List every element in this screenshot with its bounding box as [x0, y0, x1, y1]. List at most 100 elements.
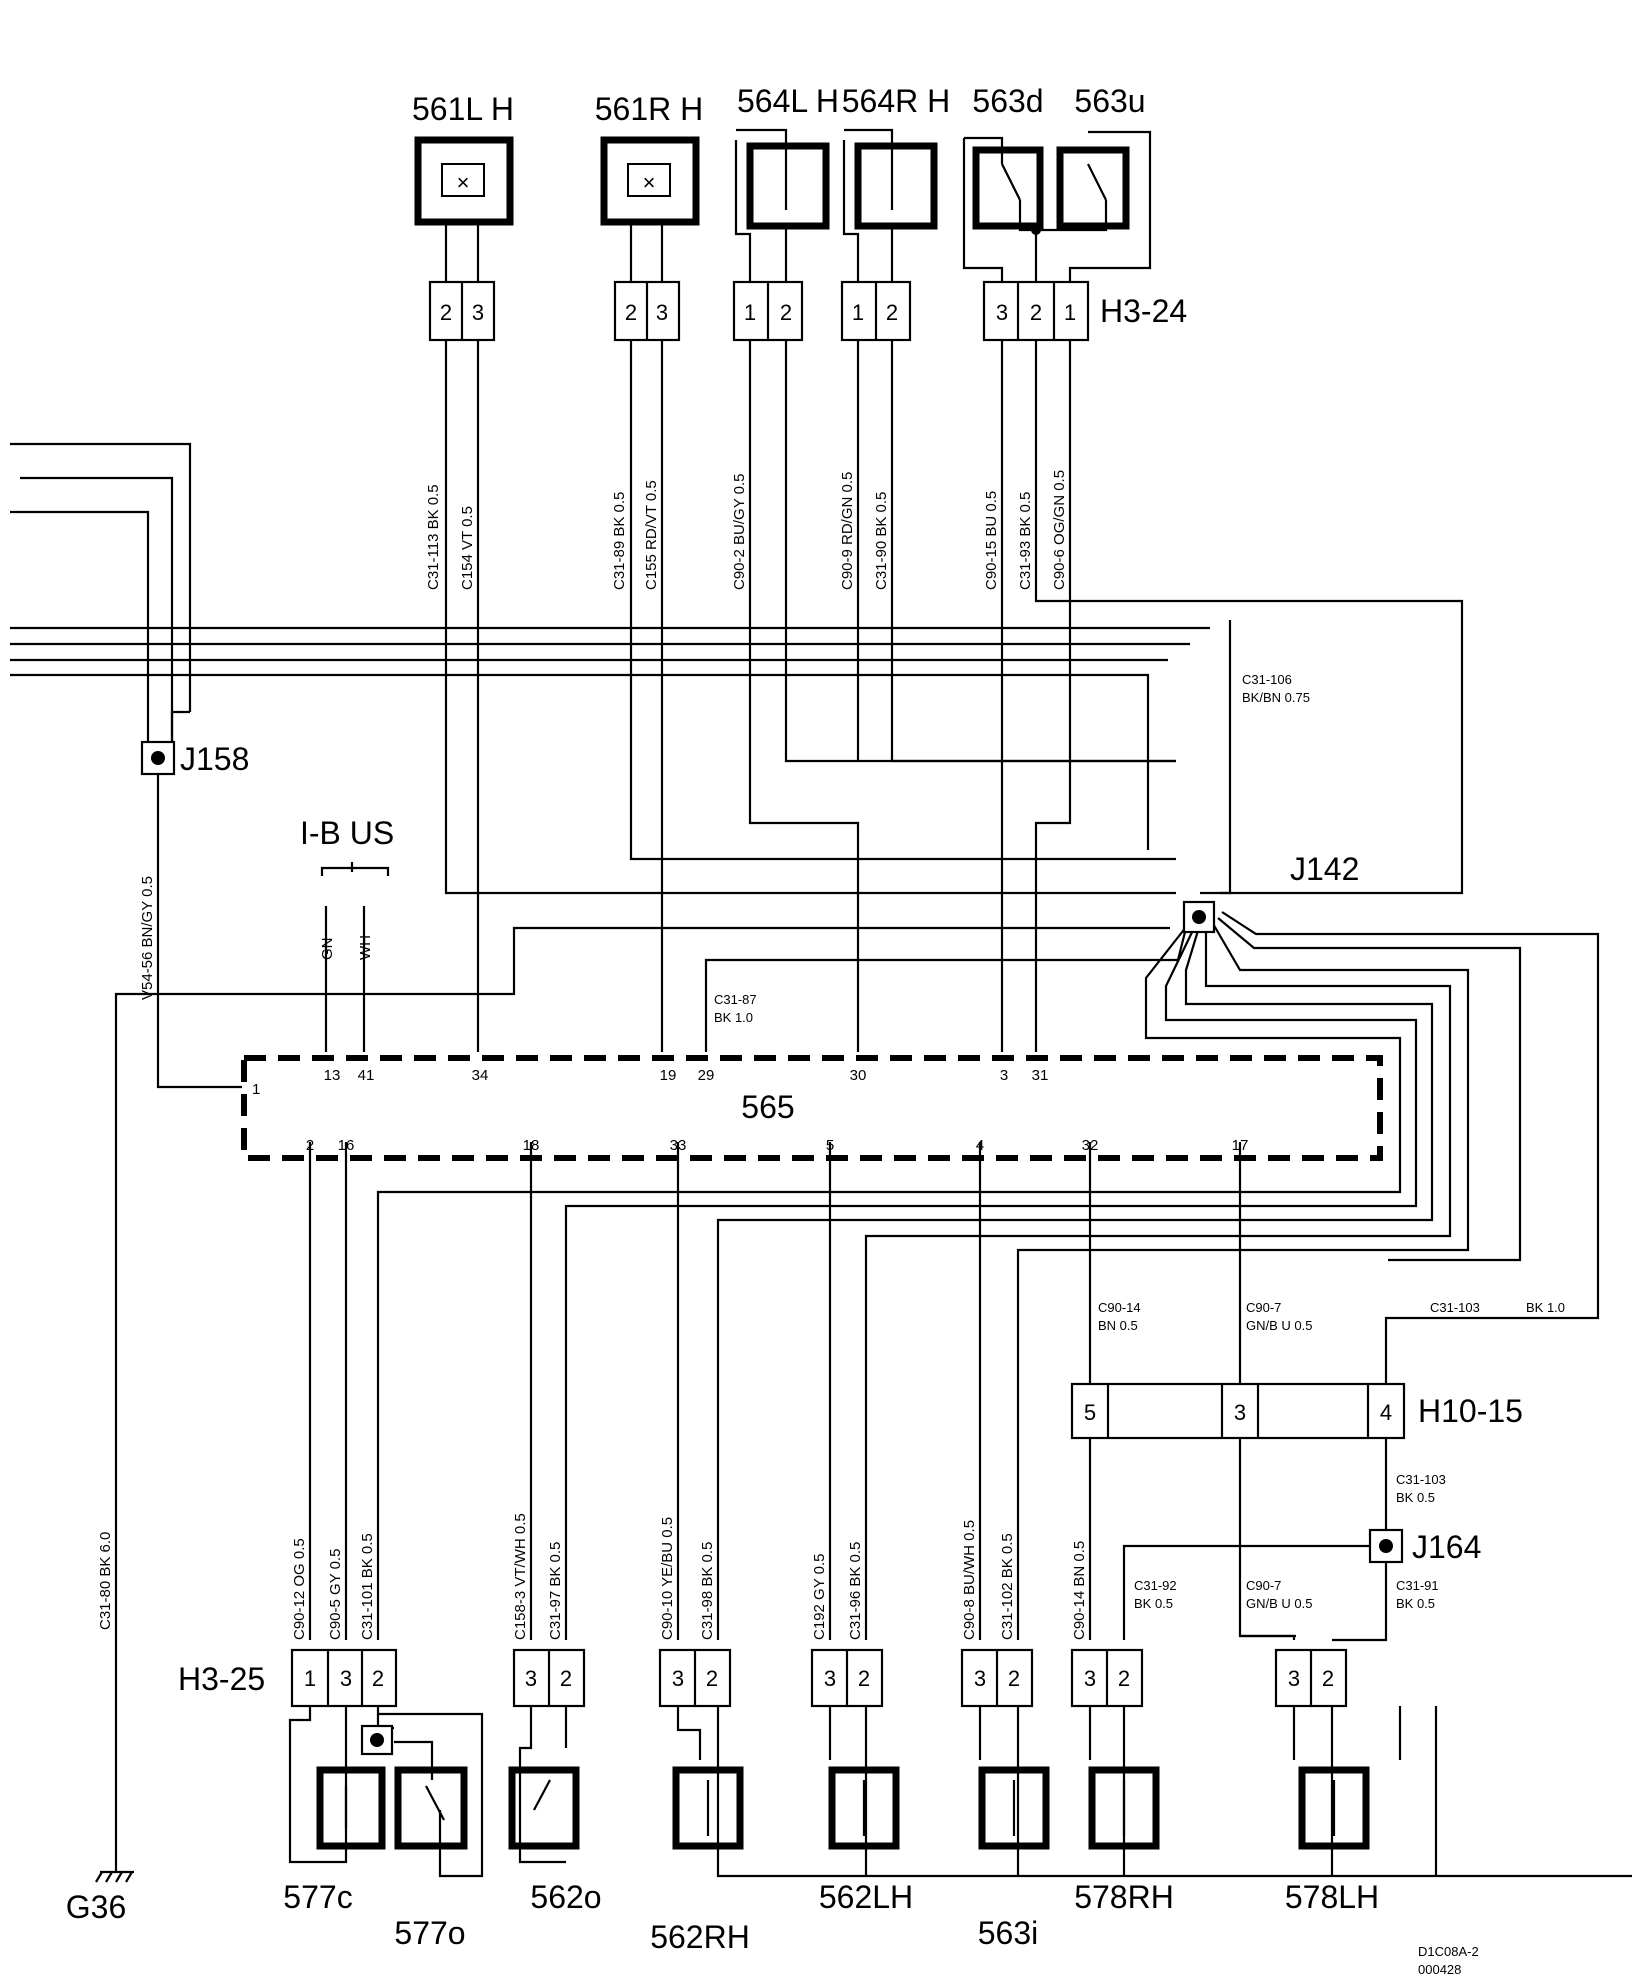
- connector-562lh: [810, 1648, 884, 1708]
- component-578rh: [1088, 1766, 1160, 1850]
- label-577o: 577o: [394, 1915, 465, 1951]
- connector-561lh: [428, 280, 496, 342]
- wire-label: C158-3 VT/WH 0.5: [512, 1513, 529, 1640]
- connector-h3-25: [290, 1648, 398, 1708]
- wire-label: C192 GY 0.5: [811, 1554, 828, 1640]
- label-c90-7-lower-code: C90-7: [1246, 1578, 1281, 1593]
- pin-565-29: 29: [698, 1067, 715, 1084]
- wire-label: C90-8 BU/WH 0.5: [961, 1520, 978, 1640]
- component-563u: [1031, 130, 1152, 282]
- pin-565-17: 17: [1232, 1137, 1249, 1154]
- label-j142: J142: [1290, 851, 1359, 887]
- pin-578rh-3: 3: [1084, 1666, 1096, 1691]
- label-561rh: 561R H: [595, 91, 704, 127]
- component-562lh: [828, 1766, 900, 1850]
- connector-564lh: [732, 280, 804, 342]
- connector-564rh: [840, 280, 912, 342]
- wire-label: C31-102 BK 0.5: [999, 1533, 1016, 1640]
- wires: [10, 319, 1632, 1883]
- pin-565-30: 30: [850, 1067, 867, 1084]
- pin-578rh-2: 2: [1118, 1666, 1130, 1691]
- pin-565-5: 5: [826, 1137, 834, 1154]
- component-564lh: [734, 128, 830, 282]
- wire-label: C31-97 BK 0.5: [547, 1542, 564, 1640]
- label-c31-91-code: C31-91: [1396, 1578, 1439, 1593]
- pin-565-19: 19: [660, 1067, 677, 1084]
- pin-565-1: 1: [252, 1081, 260, 1098]
- connector-561rh: [613, 280, 681, 342]
- pin-562o-2: 2: [560, 1666, 572, 1691]
- label-c31-103-top-spec: BK 1.0: [1526, 1300, 1565, 1315]
- component-564rh: [842, 128, 938, 282]
- label-c31-103-spec: BK 0.5: [1396, 1490, 1435, 1505]
- pin-561lh-b: 3: [472, 300, 484, 325]
- pin-561lh-a: 2: [440, 300, 452, 325]
- component-562rh: [672, 1766, 744, 1850]
- label-578lh: 578LH: [1285, 1879, 1379, 1915]
- component-563i: [978, 1766, 1050, 1850]
- label-c31-87-spec: BK 1.0: [714, 1010, 753, 1025]
- wire-label: C90-2 BU/GY 0.5: [731, 474, 748, 590]
- pin-564lh-a: 1: [744, 300, 756, 325]
- pin-563i-3: 3: [974, 1666, 986, 1691]
- component-562o: [508, 1766, 580, 1850]
- wire-label: C31-96 BK 0.5: [847, 1542, 864, 1640]
- label-c90-14-spec: BN 0.5: [1098, 1318, 1138, 1333]
- pin-h3-25-1: 1: [304, 1666, 316, 1691]
- component-577c: [316, 1766, 386, 1850]
- wire-label: C90-10 YE/BU 0.5: [659, 1517, 676, 1640]
- pin-h3-24-b: 2: [1030, 300, 1042, 325]
- label-j164: J164: [1412, 1529, 1481, 1565]
- label-c31-103-code: C31-103: [1396, 1472, 1446, 1487]
- connector-563i: [960, 1648, 1034, 1708]
- pin-h10-3: 3: [1234, 1400, 1246, 1425]
- wire-label: C31-101 BK 0.5: [359, 1533, 376, 1640]
- pin-561rh-a: 2: [625, 300, 637, 325]
- pin-565-32: 32: [1082, 1137, 1099, 1154]
- wire-label: C154 VT 0.5: [459, 506, 476, 590]
- svg-text:×: ×: [643, 170, 656, 195]
- wire-label: C31-89 BK 0.5: [611, 492, 628, 590]
- label-561lh: 561L H: [412, 91, 514, 127]
- drawing-code: D1C08A-2: [1418, 1944, 1479, 1959]
- connector-578rh: [1070, 1648, 1144, 1708]
- label-578rh: 578RH: [1074, 1879, 1174, 1915]
- component-561rh: ×: [600, 136, 700, 282]
- label-577c: 577c: [283, 1879, 352, 1915]
- wire-label: C90-14 BN 0.5: [1071, 1541, 1088, 1640]
- pin-h3-25-2: 2: [372, 1666, 384, 1691]
- wire-label: C90-6 OG/GN 0.5: [1051, 470, 1068, 590]
- pin-h3-24-c: 1: [1064, 300, 1076, 325]
- pin-h3-24-a: 3: [996, 300, 1008, 325]
- connector-562rh: [658, 1648, 732, 1708]
- component-563d: [962, 136, 1044, 282]
- label-ibus-wh: WH: [357, 935, 374, 960]
- wire-label: C90-5 GY 0.5: [327, 1549, 344, 1640]
- junction-j142: [1182, 900, 1216, 934]
- label-c31-91-spec: BK 0.5: [1396, 1596, 1435, 1611]
- wire-label: C90-12 OG 0.5: [291, 1538, 308, 1640]
- label-ibus-gn: GN: [319, 938, 336, 961]
- label-c31-103-top-code: C31-103: [1430, 1300, 1480, 1315]
- label-c31-106-spec: BK/BN 0.75: [1242, 690, 1310, 705]
- pin-563i-2: 2: [1008, 1666, 1020, 1691]
- label-c31-92-spec: BK 0.5: [1134, 1596, 1173, 1611]
- label-563u: 563u: [1074, 83, 1145, 119]
- wire-label: C155 RD/VT 0.5: [643, 480, 660, 590]
- pin-565-18: 18: [523, 1137, 540, 1154]
- pin-h10-5: 5: [1084, 1400, 1096, 1425]
- label-c31-80: C31-80 BK 6.0: [97, 1532, 114, 1630]
- label-c31-106-code: C31-106: [1242, 672, 1292, 687]
- pin-565-4: 4: [976, 1137, 984, 1154]
- pin-565-16: 16: [338, 1137, 355, 1154]
- wire-label: C31-113 BK 0.5: [425, 484, 442, 590]
- pin-562rh-3: 3: [672, 1666, 684, 1691]
- junction-j164: [1368, 1528, 1404, 1564]
- module-565: [241, 1055, 1383, 1161]
- label-j158: J158: [180, 741, 249, 777]
- label-562o: 562o: [530, 1879, 601, 1915]
- connector-h3-24: [982, 280, 1090, 342]
- pin-564rh-b: 2: [886, 300, 898, 325]
- pin-565-34: 34: [472, 1067, 489, 1084]
